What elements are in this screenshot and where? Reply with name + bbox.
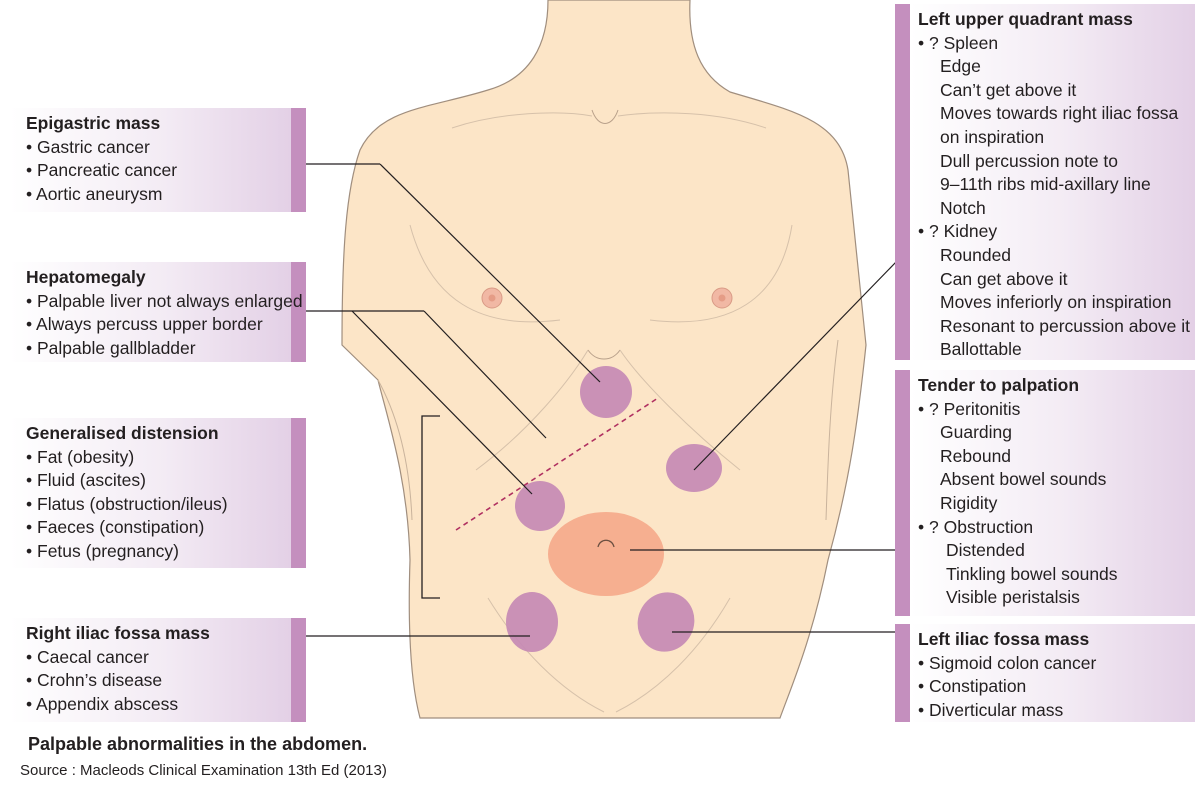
luq-spleen-detail: Can’t get above it [940, 79, 1077, 100]
neck-notch [591, 109, 619, 124]
rif-title: Right iliac fossa mass [26, 623, 210, 643]
luq-title: Left upper quadrant mass [918, 9, 1133, 29]
epigastric-item: • Pancreatic cancer [26, 160, 178, 181]
tender-peritonitis-detail: Rebound [940, 445, 1012, 466]
left-arm-crease [825, 339, 839, 521]
luq-spleen-detail: on inspiration [940, 126, 1045, 147]
lif-item: • Constipation [918, 676, 1027, 697]
distension-item: • Fat (obesity) [26, 446, 135, 467]
lif-item: • Diverticular mass [918, 699, 1064, 720]
leader-hepatomegaly-gallbladder [351, 310, 533, 495]
liver-edge-mass [515, 481, 565, 531]
leader-luq [693, 261, 897, 471]
tender-peritonitis-detail: Absent bowel sounds [940, 469, 1107, 490]
tender-peritonitis-detail: Guarding [940, 422, 1012, 443]
figure-source: Source : Macleods Clinical Examination 1… [20, 762, 387, 779]
rif-item: • Caecal cancer [26, 646, 149, 667]
left-pectoral [649, 224, 793, 323]
rif-mass [506, 592, 558, 652]
tender-title: Tender to palpation [918, 375, 1080, 395]
right-nipple-center [488, 294, 496, 302]
epigastric-mass [580, 366, 632, 418]
left-iliac-fossa-panel: Left iliac fossa mass • Sigmoid colon ca… [895, 624, 1195, 722]
leader-hepatomegaly-liver [423, 310, 547, 439]
distension-title: Generalised distension [26, 423, 219, 443]
luq-spleen-detail: 9–11th ribs mid-axillary line [940, 174, 1151, 195]
left-upper-quadrant-panel: Left upper quadrant mass • ? Spleen Edge… [895, 4, 1195, 360]
right-iliac-fossa-panel: Right iliac fossa mass • Caecal cancer •… [10, 618, 306, 722]
left-inguinal-line [615, 597, 731, 713]
luq-kidney-detail: Resonant to percussion above it [940, 315, 1191, 336]
leader-epigastric-diag [379, 163, 601, 383]
luq-kidney-detail: Can get above it [940, 268, 1068, 289]
tender-obstruction-label: • ? Obstruction [918, 516, 1034, 537]
left-costal-margin [619, 349, 741, 471]
distension-bracket [421, 415, 440, 599]
umbilicus [597, 539, 615, 548]
umbilical-region [548, 512, 664, 596]
luq-spleen-detail: Edge [940, 56, 981, 77]
rif-item: • Appendix abscess [26, 693, 179, 714]
epigastric-mass-panel: Epigastric mass • Gastric cancer • Pancr… [10, 108, 306, 212]
tender-peritonitis-label: • ? Peritonitis [918, 398, 1021, 419]
distension-item: • Fetus (pregnancy) [26, 540, 180, 561]
right-clavicle [451, 112, 593, 129]
tender-obstruction-detail: Tinkling bowel sounds [946, 563, 1118, 584]
luq-spleen-detail: Moves towards right iliac fossa [940, 103, 1179, 124]
luq-spleen-label: • ? Spleen [918, 32, 999, 53]
hepatomegaly-item: • Palpable gallbladder [26, 337, 196, 358]
distension-item: • Faeces (constipation) [26, 517, 205, 538]
distension-item: • Fluid (ascites) [26, 470, 146, 491]
left-nipple-center [718, 294, 726, 302]
epigastric-item: • Aortic aneurysm [26, 183, 163, 204]
tender-obstruction-detail: Distended [946, 540, 1025, 561]
luq-kidney-detail: Rounded [940, 244, 1012, 265]
lif-item: • Sigmoid colon cancer [918, 652, 1097, 673]
right-pectoral [409, 224, 561, 323]
epigastric-mass-title: Epigastric mass [26, 113, 161, 133]
right-inguinal-line [487, 597, 605, 713]
epigastric-item: • Gastric cancer [26, 136, 150, 157]
lif-title: Left iliac fossa mass [918, 629, 1090, 649]
luq-kidney-label: • ? Kidney [918, 221, 998, 242]
hepatomegaly-title: Hepatomegaly [26, 267, 146, 287]
hepatomegaly-panel: Hepatomegaly • Palpable liver not always… [10, 262, 306, 362]
luq-spleen-detail: Dull percussion note to [940, 150, 1119, 171]
luq-spleen-detail: Notch [940, 197, 986, 218]
liver-edge-dashed-line [455, 397, 659, 531]
rif-item: • Crohn’s disease [26, 670, 163, 691]
generalised-distension-panel: Generalised distension • Fat (obesity) •… [10, 418, 306, 568]
tender-peritonitis-detail: Rigidity [940, 492, 998, 513]
hepatomegaly-item: • Always percuss upper border [26, 314, 263, 335]
luq-mass [666, 444, 722, 492]
xiphoid [587, 349, 621, 360]
tender-to-palpation-panel: Tender to palpation • ? Peritonitis Guar… [895, 370, 1195, 616]
figure-caption: Palpable abnormalities in the abdomen. [28, 734, 368, 754]
luq-kidney-detail: Ballottable [940, 339, 1022, 360]
luq-kidney-detail: Moves inferiorly on inspiration [940, 292, 1172, 313]
left-clavicle [617, 112, 767, 129]
hepatomegaly-item: • Palpable liver not always enlarged [26, 290, 303, 311]
tender-obstruction-detail: Visible peristalsis [946, 587, 1080, 608]
lif-mass [637, 592, 695, 652]
right-arm-crease [377, 379, 413, 521]
distension-item: • Flatus (obstruction/ileus) [26, 493, 228, 514]
